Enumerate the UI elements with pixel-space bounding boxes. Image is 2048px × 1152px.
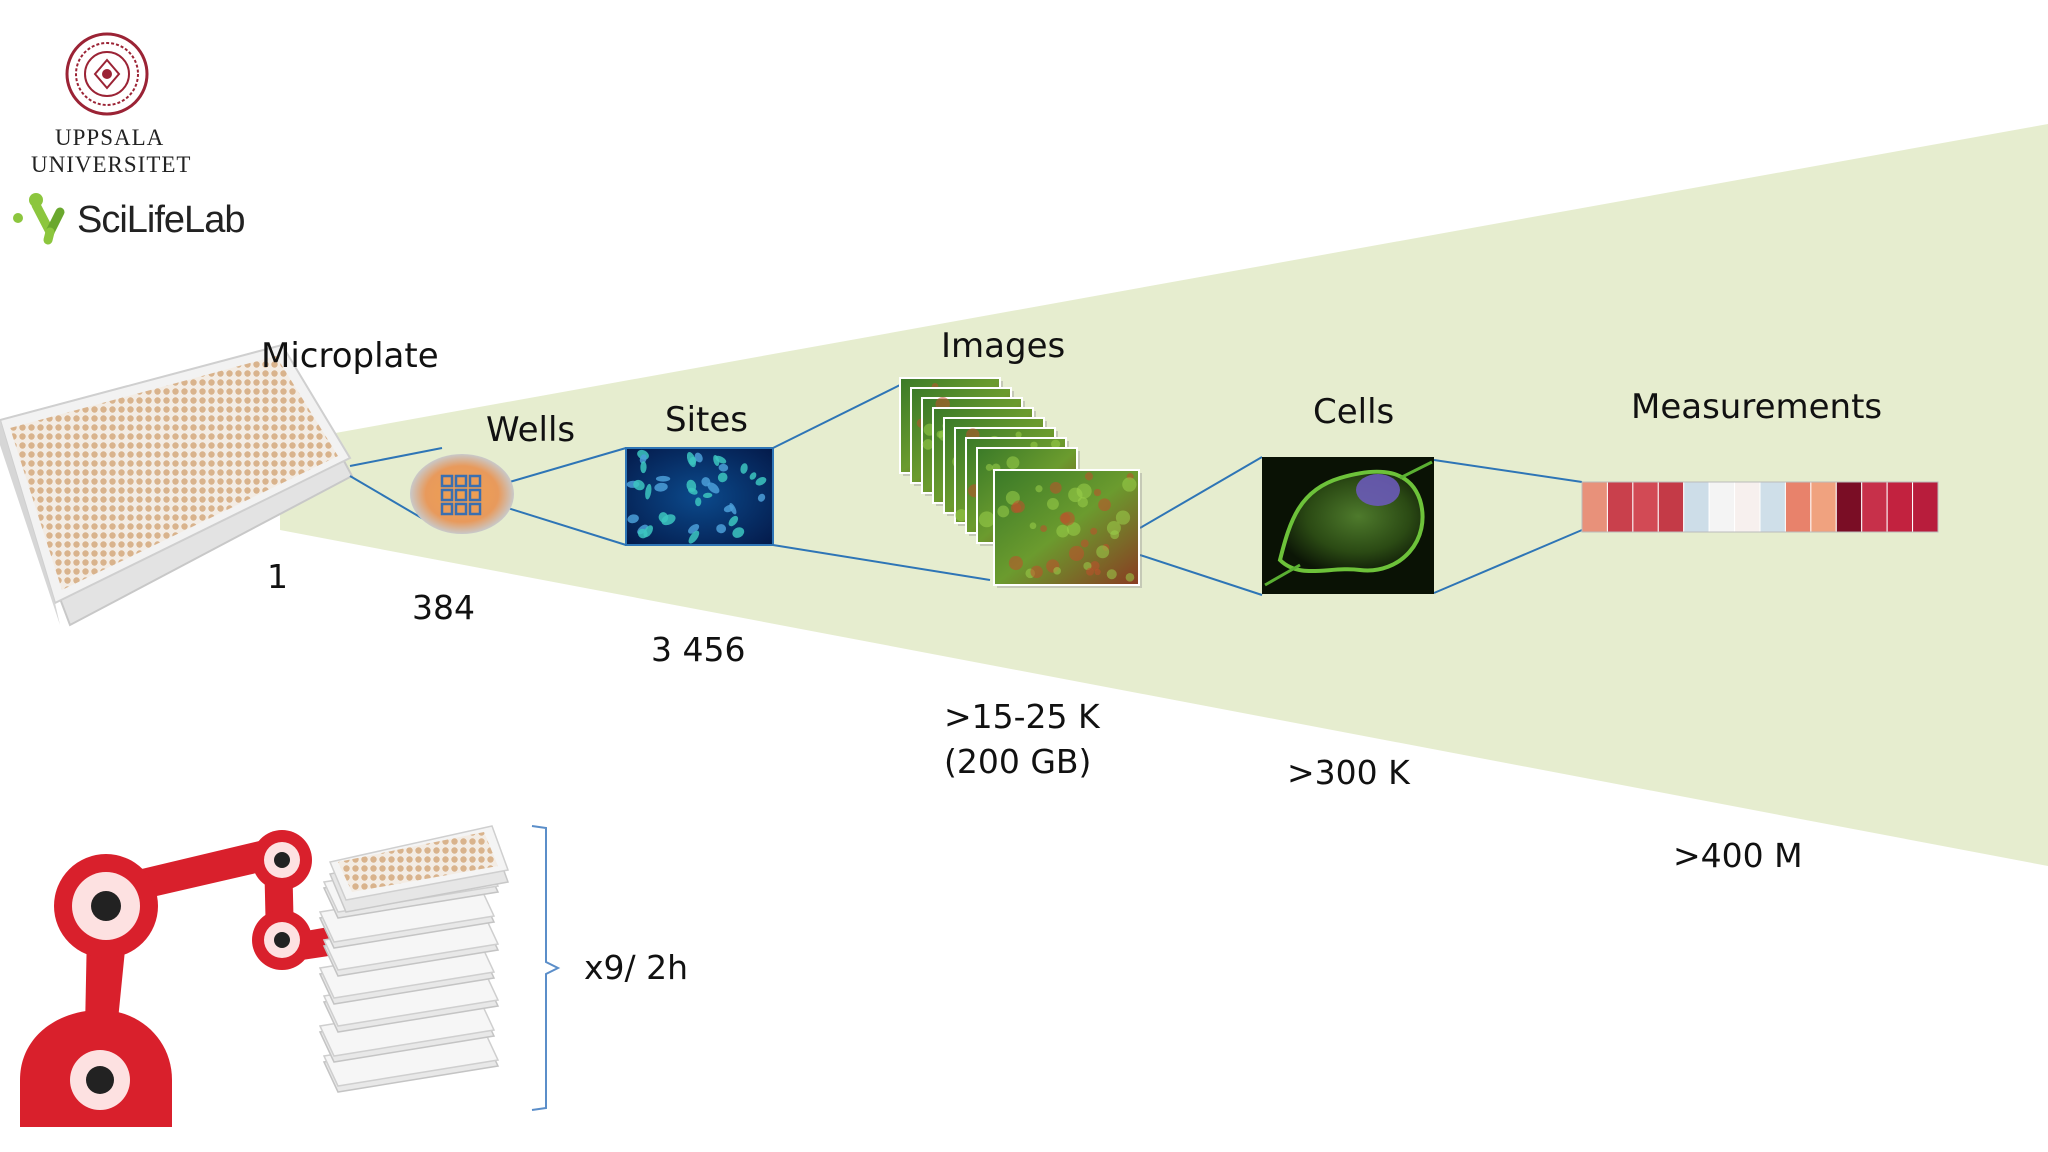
measurement-cell bbox=[1759, 481, 1786, 533]
scilifelab-wordmark: SciLifeLab bbox=[77, 199, 245, 241]
data-funnel bbox=[280, 124, 2048, 866]
university-name-line2: UNIVERSITET bbox=[31, 152, 192, 177]
microplate-label: Microplate bbox=[261, 336, 439, 376]
images-count: >15-25 K bbox=[944, 697, 1100, 736]
cell-image bbox=[1262, 457, 1434, 594]
measurement-cell bbox=[1861, 481, 1888, 533]
images-size: (200 GB) bbox=[944, 742, 1092, 781]
measurement-cell bbox=[1683, 481, 1710, 533]
university-name-line1: UPPSALA bbox=[55, 125, 165, 150]
measurement-cell bbox=[1886, 481, 1914, 533]
wells-count: 384 bbox=[412, 588, 475, 627]
bracket bbox=[531, 825, 561, 1111]
measurement-cell bbox=[1708, 481, 1736, 533]
images-label: Images bbox=[941, 326, 1066, 366]
measurement-cell bbox=[1912, 481, 1939, 533]
measurement-cell bbox=[1734, 481, 1761, 533]
measurement-cell bbox=[1784, 481, 1812, 533]
robot-throughput-label: x9/ 2h bbox=[584, 948, 689, 987]
measurements-label: Measurements bbox=[1631, 387, 1883, 427]
plate-stack bbox=[318, 825, 510, 1093]
measurement-cell bbox=[1632, 481, 1659, 533]
sites-count: 3 456 bbox=[651, 630, 746, 669]
measurement-cell bbox=[1657, 481, 1685, 533]
sites-label: Sites bbox=[665, 400, 748, 440]
microplate-image bbox=[0, 343, 354, 627]
measurement-cell bbox=[1606, 481, 1634, 533]
measurements-bar bbox=[1581, 481, 1939, 533]
sites-image bbox=[625, 447, 774, 546]
measurement-cell bbox=[1810, 481, 1837, 533]
cells-count: >300 K bbox=[1287, 753, 1410, 792]
scilifelab-icon bbox=[13, 193, 65, 245]
measurement-cell bbox=[1835, 481, 1863, 533]
wells-label: Wells bbox=[486, 410, 576, 450]
well-image bbox=[410, 454, 514, 534]
cells-label: Cells bbox=[1313, 392, 1395, 432]
measurement-cell bbox=[1581, 481, 1608, 533]
uppsala-seal-logo bbox=[65, 32, 149, 116]
microplate-count: 1 bbox=[267, 557, 288, 596]
measurements-count: >400 M bbox=[1673, 836, 1803, 875]
images-stack bbox=[899, 377, 1142, 588]
